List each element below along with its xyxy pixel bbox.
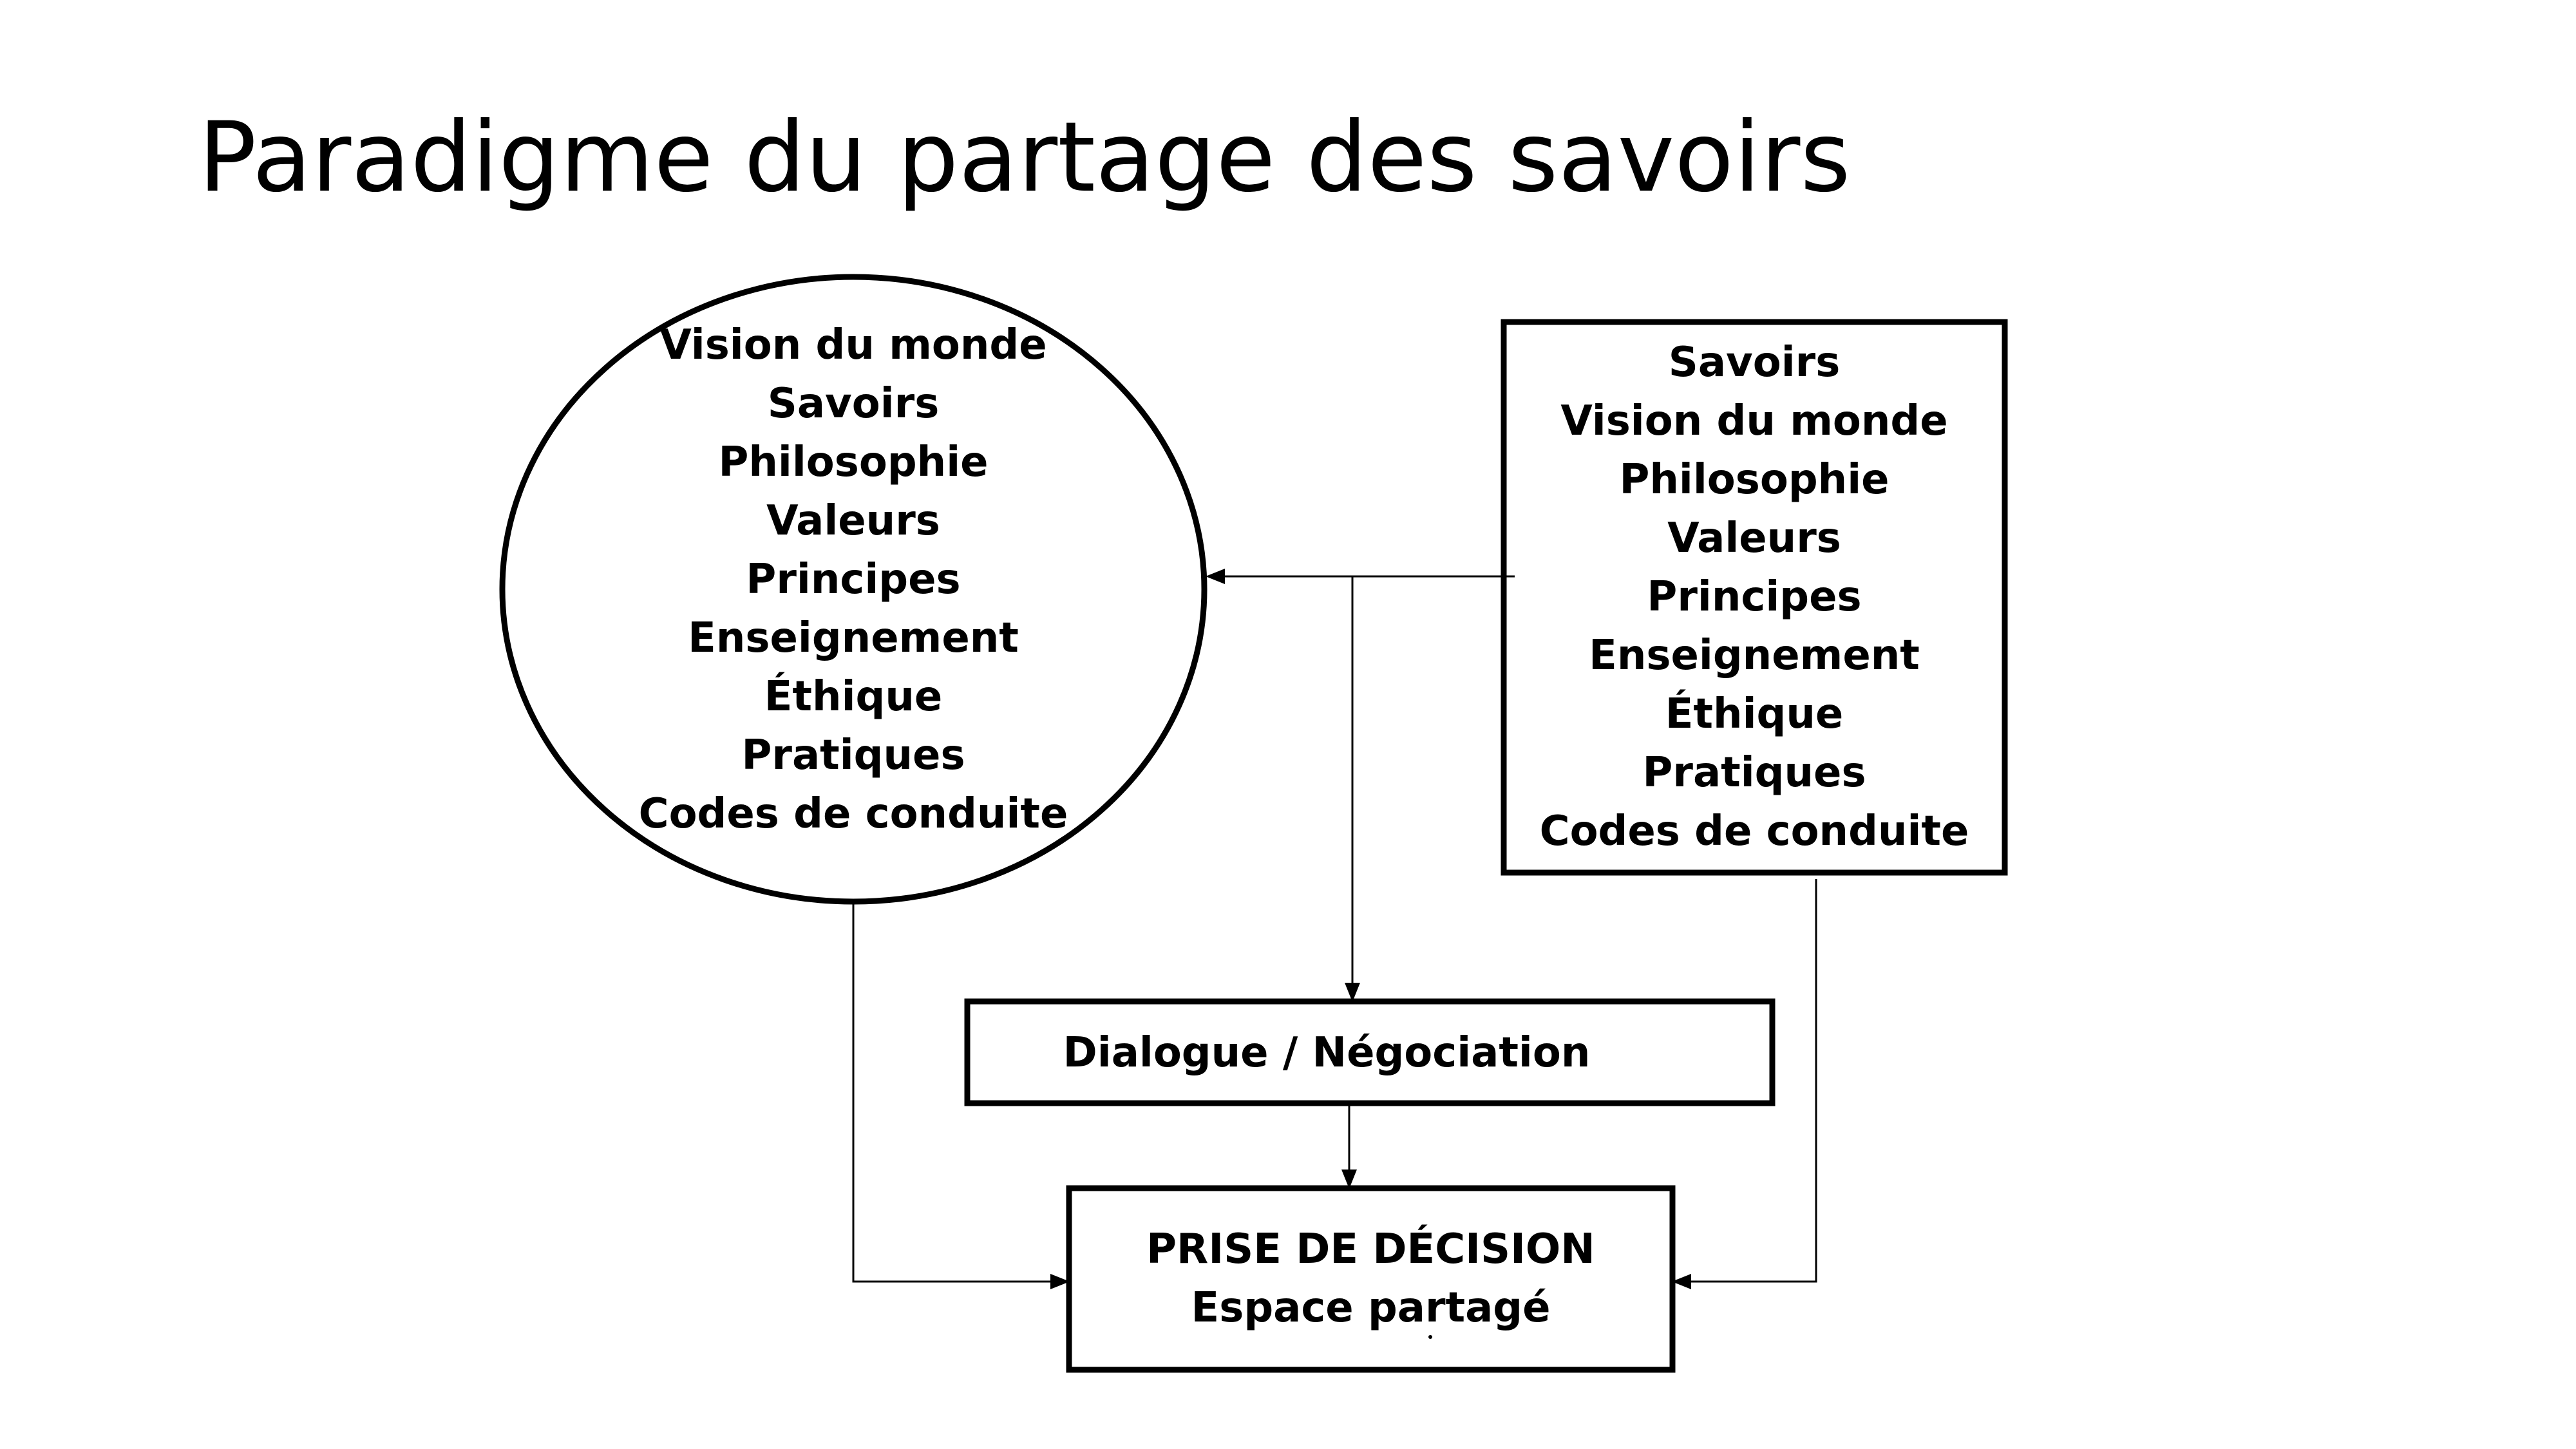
- left-node-line: Valeurs: [766, 497, 940, 545]
- right-node-line: Principes: [1647, 573, 1862, 621]
- right-node-line: Savoirs: [1668, 339, 1841, 386]
- middle-node-line: Dialogue / Négociation: [1063, 1029, 1591, 1077]
- bottom-node-line: PRISE DE DÉCISION: [1146, 1226, 1595, 1273]
- left-node-label: Vision du monde Savoirs Philosophie Vale…: [525, 316, 1182, 844]
- right-node-line: Pratiques: [1642, 749, 1866, 797]
- left-node-line: Vision du monde: [659, 321, 1047, 369]
- middle-node-label: Dialogue / Négociation: [972, 1007, 1681, 1100]
- right-node-line: Valeurs: [1667, 515, 1841, 562]
- right-node-line: Codes de conduite: [1539, 808, 1969, 855]
- bottom-node-label: PRISE DE DÉCISION Espace partagé: [1074, 1193, 1667, 1365]
- edge-right-to-bottom: [1672, 879, 1817, 1289]
- right-node-label: Savoirs Vision du monde Philosophie Vale…: [1510, 328, 1998, 866]
- right-rect-shape: [1501, 319, 2008, 876]
- bottom-node-line: Espace partagé: [1191, 1284, 1551, 1332]
- middle-rect-shape: [964, 998, 1776, 1106]
- left-node-line: Codes de conduite: [638, 790, 1068, 838]
- right-node-line: Vision du monde: [1560, 397, 1948, 445]
- slide-title: Paradigme du partage des savoirs: [198, 102, 1851, 214]
- left-node-line: Savoirs: [767, 379, 940, 428]
- left-node-line: Éthique: [764, 672, 943, 721]
- edge-left-to-bottom: [852, 902, 1070, 1289]
- right-node-line: Enseignement: [1589, 632, 1920, 679]
- left-node-line: Principes: [746, 555, 961, 603]
- left-node-line: Pratiques: [741, 731, 965, 779]
- left-node-line: Enseignement: [688, 614, 1019, 662]
- stray-dot: [1428, 1335, 1432, 1339]
- right-node-line: Philosophie: [1619, 456, 1889, 504]
- left-node-line: Philosophie: [718, 438, 989, 486]
- right-node-line: Éthique: [1665, 690, 1844, 738]
